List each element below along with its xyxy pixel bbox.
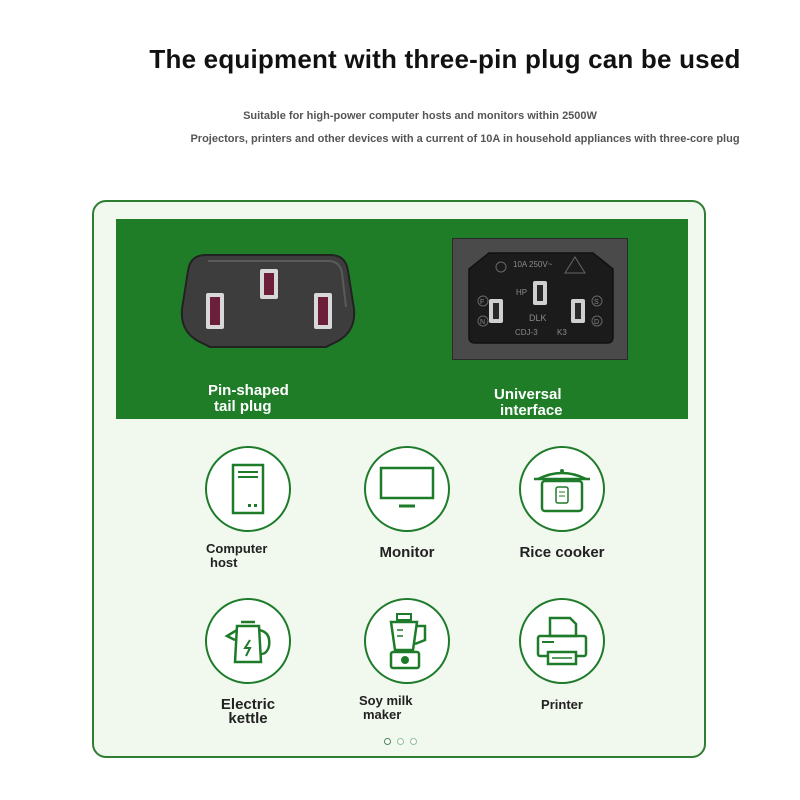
tail-plug-label: Pin-shaped tail plug	[208, 382, 289, 415]
device-label: Computer host	[206, 541, 268, 570]
svg-text:CDJ-3: CDJ-3	[515, 328, 538, 337]
device-rice-cooker: Rice cooker	[492, 446, 632, 560]
device-label: Soy milk maker	[359, 693, 413, 722]
universal-socket: 10A 250V~ HP DLK CDJ-3 K3 N F S D	[452, 238, 628, 360]
page-title: The equipment with three-pin plug can be…	[149, 44, 741, 74]
svg-text:10A 250V~: 10A 250V~	[513, 260, 553, 269]
carousel-pagination	[384, 738, 417, 745]
device-soy-milk-maker: Soy milk maker	[337, 598, 477, 722]
tail-plug-icon	[180, 254, 356, 348]
svg-text:K3: K3	[557, 328, 567, 337]
page-subtitle-devices: Projectors, printers and other devices w…	[190, 133, 740, 145]
device-monitor: Monitor	[337, 446, 477, 560]
monitor-icon	[364, 446, 450, 532]
svg-text:D: D	[594, 319, 599, 326]
svg-text:N: N	[480, 319, 485, 326]
pagination-dot[interactable]	[397, 738, 404, 745]
soy-milk-maker-icon	[364, 598, 450, 684]
computer-host-icon	[205, 446, 291, 532]
rice-cooker-icon	[519, 446, 605, 532]
electric-kettle-icon	[205, 598, 291, 684]
device-label: Electric kettle	[220, 696, 276, 727]
universal-interface-label: Universal interface	[494, 386, 563, 419]
socket-icon: 10A 250V~ HP DLK CDJ-3 K3 N F S D	[468, 252, 614, 344]
device-label: Monitor	[379, 544, 435, 561]
page-subtitle-power: Suitable for high-power computer hosts a…	[243, 110, 597, 122]
printer-icon	[519, 598, 605, 684]
svg-text:DLK: DLK	[529, 313, 547, 323]
device-label: Rice cooker	[519, 544, 605, 561]
pagination-dot[interactable]	[410, 738, 417, 745]
device-label: Printer	[541, 697, 583, 712]
svg-text:F: F	[480, 299, 484, 306]
device-computer-host: Computer host	[178, 446, 318, 570]
pagination-dot[interactable]	[384, 738, 391, 745]
svg-text:S: S	[594, 299, 599, 306]
svg-text:HP: HP	[516, 288, 527, 297]
plug-banner: Pin-shaped tail plug 10A 250V~ HP	[116, 219, 688, 419]
device-printer: Printer	[492, 598, 632, 712]
compatibility-card: Pin-shaped tail plug 10A 250V~ HP	[92, 200, 706, 758]
device-electric-kettle: Electric kettle	[178, 598, 318, 726]
